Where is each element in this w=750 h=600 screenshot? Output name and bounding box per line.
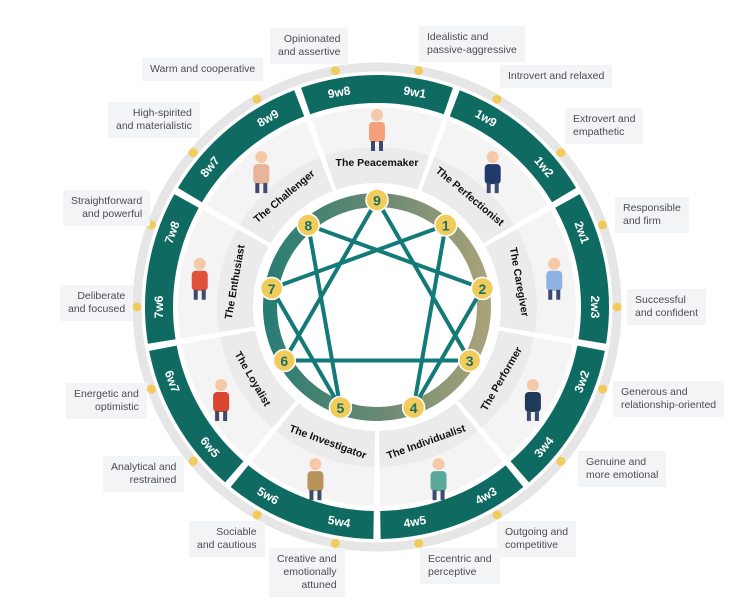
wing-dot-1w2 [556, 148, 566, 158]
football-player-jersey-1-icon [213, 379, 230, 421]
wing-dot-2w3 [612, 302, 622, 312]
wing-band-segment-1 [449, 90, 577, 203]
wing-dot-5w6 [252, 510, 262, 520]
point-3: 3 [457, 348, 482, 373]
wing-dot-3w2 [598, 384, 608, 394]
mime-artist-icon [430, 458, 447, 501]
point-9: 9 [365, 188, 389, 212]
enneagram-figure: 1 2 3 4 5 6 7 8 9 [259, 188, 495, 420]
wing-band-segment-9 [301, 74, 453, 115]
wing-label-5w4: 5w4 [327, 513, 352, 531]
svg-text:5: 5 [337, 400, 345, 416]
type-name-band-1 [421, 157, 515, 244]
outer-grey-ring [132, 62, 622, 552]
point-8: 8 [296, 213, 320, 237]
wing-dot-8w9 [252, 94, 262, 104]
trait-label-8w9: Warm and cooperative [142, 58, 264, 81]
wing-band-segment-2 [555, 194, 609, 344]
wing-band-segment-5 [230, 465, 374, 539]
wing-dot-1w9 [492, 94, 502, 104]
wing-dot-4w5 [414, 538, 424, 548]
wing-label-9w8: 9w8 [327, 83, 352, 101]
type-name-band-7 [217, 229, 269, 333]
wing-band-segment-3 [510, 345, 605, 483]
wing-label-7w6: 7w6 [152, 295, 166, 318]
point-6: 6 [272, 348, 297, 373]
magician-top-hat-icon [524, 379, 541, 421]
svg-text:9: 9 [373, 193, 381, 209]
wing-label-2w3: 2w3 [588, 296, 602, 319]
cheerleader-pompom-icon [191, 257, 208, 300]
wing-dot-3w4 [556, 456, 566, 466]
illustrations [191, 109, 563, 501]
wing-dot-2w1 [598, 220, 608, 230]
detective-trench-coat-icon [307, 458, 324, 501]
nurse-with-clipboard-icon [546, 257, 563, 300]
wing-dot-9w8 [330, 66, 340, 76]
trait-label-1w9: Introvert and relaxed [500, 65, 613, 88]
type-name-band-4 [378, 403, 478, 467]
type-name-band-8 [239, 157, 333, 244]
wing-dot-5w4 [330, 538, 340, 548]
point-7: 7 [259, 276, 284, 301]
type-name-band-3 [458, 330, 535, 428]
wing-band-segment-4 [380, 465, 524, 539]
point-1: 1 [434, 213, 458, 237]
point-2: 2 [470, 276, 495, 301]
wing-dot-9w1 [414, 66, 424, 76]
wing-label-9w1: 9w1 [402, 83, 427, 101]
svg-text:1: 1 [442, 218, 450, 234]
boxer-gloves-icon [253, 151, 270, 194]
wing-dot-8w7 [188, 148, 198, 158]
type-name-9: The Peacemaker [336, 157, 419, 169]
wing-dot-7w6 [132, 302, 142, 312]
wing-dot-6w7 [146, 384, 156, 394]
svg-text:6: 6 [280, 353, 288, 369]
type-name-band-6 [219, 330, 296, 428]
svg-text:3: 3 [466, 353, 474, 369]
point-5: 5 [328, 395, 353, 420]
businessman-with-tablet-icon [484, 151, 501, 194]
svg-text:2: 2 [478, 281, 486, 297]
meditating-person-icon [369, 109, 385, 151]
wing-dot-6w5 [188, 456, 198, 466]
wing-dot-4w3 [492, 510, 502, 520]
wing-band-segment-6 [149, 345, 244, 483]
svg-text:7: 7 [268, 281, 276, 297]
type-name-band-2 [485, 229, 538, 333]
type-name-band-9 [324, 147, 430, 190]
point-4: 4 [401, 395, 426, 420]
type-name-band-5 [276, 403, 376, 467]
wing-band-segment-8 [177, 90, 305, 203]
center-disc [255, 185, 499, 429]
wing-band-segment-7 [145, 194, 199, 344]
svg-text:4: 4 [410, 400, 418, 416]
enneagram-triangle [280, 196, 474, 363]
svg-text:8: 8 [304, 218, 312, 234]
wing-label-4w5: 4w5 [402, 513, 427, 531]
